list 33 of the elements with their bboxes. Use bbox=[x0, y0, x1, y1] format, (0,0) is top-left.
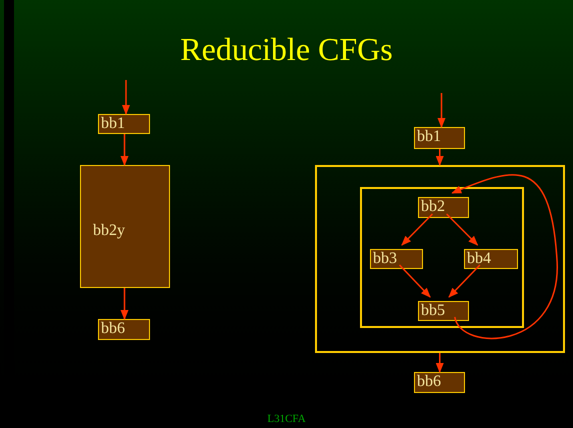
arrow bbox=[436, 149, 444, 166]
basic-block bbox=[464, 249, 518, 269]
basic-block bbox=[418, 301, 469, 321]
slide-footer: L31CFA bbox=[0, 411, 573, 428]
arrow bbox=[438, 93, 446, 128]
basic-block bbox=[418, 197, 469, 218]
arrow bbox=[122, 80, 130, 115]
basic-block bbox=[414, 372, 465, 393]
block-label: bb6 bbox=[417, 373, 442, 391]
block-label: bb3 bbox=[373, 250, 398, 268]
block-label: bb2y bbox=[93, 222, 126, 240]
arrow bbox=[451, 174, 558, 339]
basic-block bbox=[98, 114, 150, 134]
block-label: bb1 bbox=[101, 115, 126, 133]
basic-block bbox=[370, 249, 423, 269]
block-label: bb4 bbox=[467, 250, 492, 268]
slide-title: Reducible CFGs bbox=[179, 30, 394, 68]
basic-block bbox=[414, 127, 465, 149]
arrow bbox=[120, 134, 128, 166]
region-box bbox=[315, 165, 565, 353]
block-label: bb6 bbox=[101, 320, 126, 338]
arrow bbox=[399, 264, 431, 298]
arrow bbox=[448, 264, 480, 298]
block-label: bb5 bbox=[421, 302, 446, 320]
arrow bbox=[446, 213, 478, 246]
basic-block bbox=[80, 165, 170, 288]
block-label: bb1 bbox=[417, 128, 442, 146]
arrow bbox=[401, 213, 433, 246]
arrow bbox=[436, 353, 444, 373]
basic-block bbox=[98, 319, 150, 340]
arrow bbox=[120, 288, 128, 320]
block-label: bb2 bbox=[421, 198, 446, 216]
region-box bbox=[360, 187, 524, 328]
